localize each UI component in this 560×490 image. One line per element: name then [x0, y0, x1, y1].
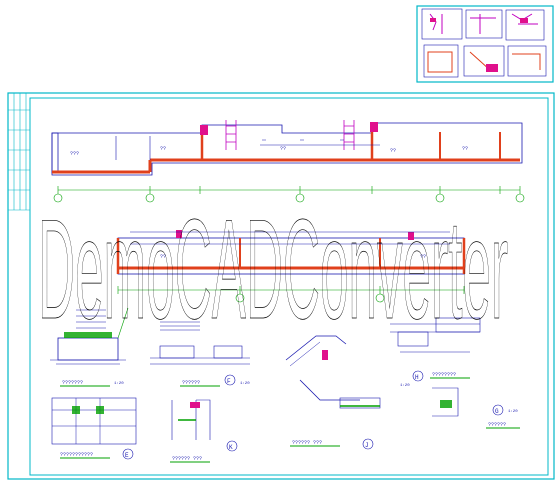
detail-marker-circle [492, 404, 504, 416]
detail-drawing[interactable]: ?????? G 1:20 [432, 387, 520, 429]
detail-marker-circle [226, 440, 238, 452]
detail-marker: J [365, 442, 369, 449]
watermark-text: DemoCADConverter [38, 190, 508, 349]
detail-marker: G [495, 408, 499, 415]
detail-marker: K [229, 444, 233, 451]
room-label: ?? [390, 148, 396, 154]
room-label: ?? [280, 146, 286, 152]
watermark: DemoCADConverter [38, 190, 509, 350]
detail-caption: ?????? ??? [172, 456, 202, 462]
detail-marker: E [125, 452, 129, 459]
room-label: ?? [160, 254, 166, 260]
detail-caption: ???????? [432, 372, 456, 378]
room-label: ?? [160, 146, 166, 152]
detail-marker: H [415, 374, 419, 381]
detail-scale: 1:20 [508, 410, 518, 414]
detail-drawing[interactable]: ?????? F 1:20 [150, 321, 250, 387]
detail-marker: F [227, 378, 231, 385]
drawing-sheet-frame [7, 92, 555, 480]
detail-caption: ??????????? [60, 452, 93, 458]
room-label: ?? [420, 254, 426, 260]
sheet-overview-thumbnail[interactable] [416, 5, 554, 83]
detail-drawing[interactable]: ?????? ??? K [170, 399, 238, 463]
detail-caption: ?????? ??? [292, 440, 322, 446]
detail-caption: ?????? [182, 380, 200, 386]
detail-caption: ?????? [488, 422, 506, 428]
detail-drawing[interactable]: ??????? 1:20 [50, 307, 129, 387]
detail-drawing[interactable]: ???????? H 1:20 [390, 317, 481, 388]
detail-scale: 1:20 [400, 384, 410, 388]
room-label: ??? [70, 151, 79, 157]
room-label: ?? [462, 146, 468, 152]
detail-marker-circle [122, 448, 134, 460]
detail-caption: ??????? [62, 380, 83, 386]
detail-scale: 1:20 [114, 382, 124, 386]
detail-marker-circle [412, 370, 424, 382]
detail-marker-circle [224, 374, 236, 386]
middle-section-view[interactable]: ?? ?? [116, 230, 466, 303]
upper-section-view[interactable]: ??? ?? ?? ?? ?? [51, 120, 525, 203]
detail-drawing[interactable]: ??????????? E [51, 397, 137, 460]
detail-marker-circle [362, 438, 374, 450]
detail-drawing[interactable]: ?????? ??? J [285, 335, 381, 450]
detail-scale: 1:20 [240, 382, 250, 386]
